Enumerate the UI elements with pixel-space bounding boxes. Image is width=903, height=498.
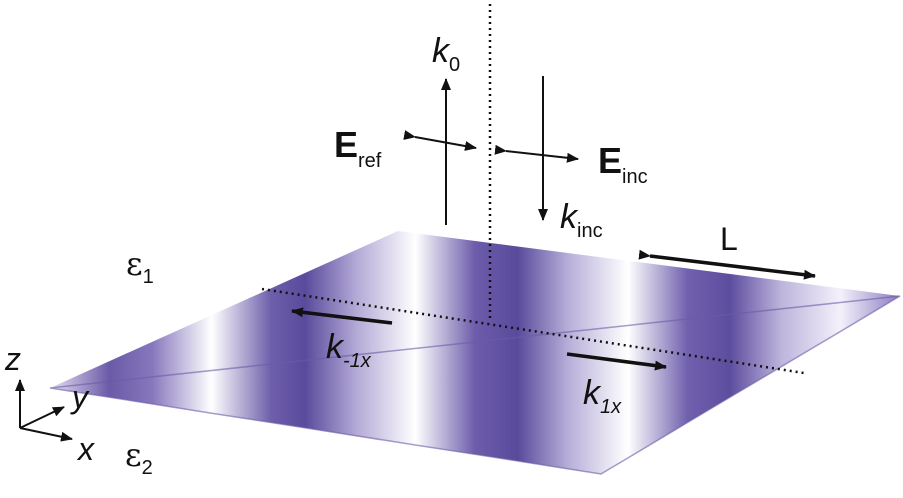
grating-surface-edge <box>49 295 901 475</box>
y-axis-arrow <box>19 406 65 429</box>
e-ref-polarization-arrow <box>403 130 477 151</box>
x-axis-arrow <box>19 427 73 442</box>
axis-z-label: z <box>4 341 21 377</box>
k-minus1x-arrow <box>291 307 393 325</box>
coordinate-axes <box>15 379 73 442</box>
k0-label: k0 <box>432 32 460 76</box>
epsilon-1-label: ε1 <box>126 245 154 288</box>
axis-y-label: y <box>70 379 90 415</box>
e-inc-polarization-arrow <box>494 144 579 163</box>
k-inc-label: kinc <box>560 198 603 242</box>
e-ref-label: Eref <box>334 124 382 172</box>
k-1x-arrow <box>566 352 667 371</box>
grating-surface <box>50 231 900 474</box>
k-minus1x-label: k-1x <box>326 328 372 372</box>
period-l-label: L <box>720 221 738 257</box>
grating-axis-dotted-line <box>261 287 805 375</box>
k-1x-label: k1x <box>583 374 622 418</box>
period-l-arrow <box>638 249 816 280</box>
axis-x-label: x <box>76 431 95 467</box>
epsilon-2-label: ε2 <box>125 436 153 479</box>
e-inc-label: Einc <box>598 140 648 188</box>
